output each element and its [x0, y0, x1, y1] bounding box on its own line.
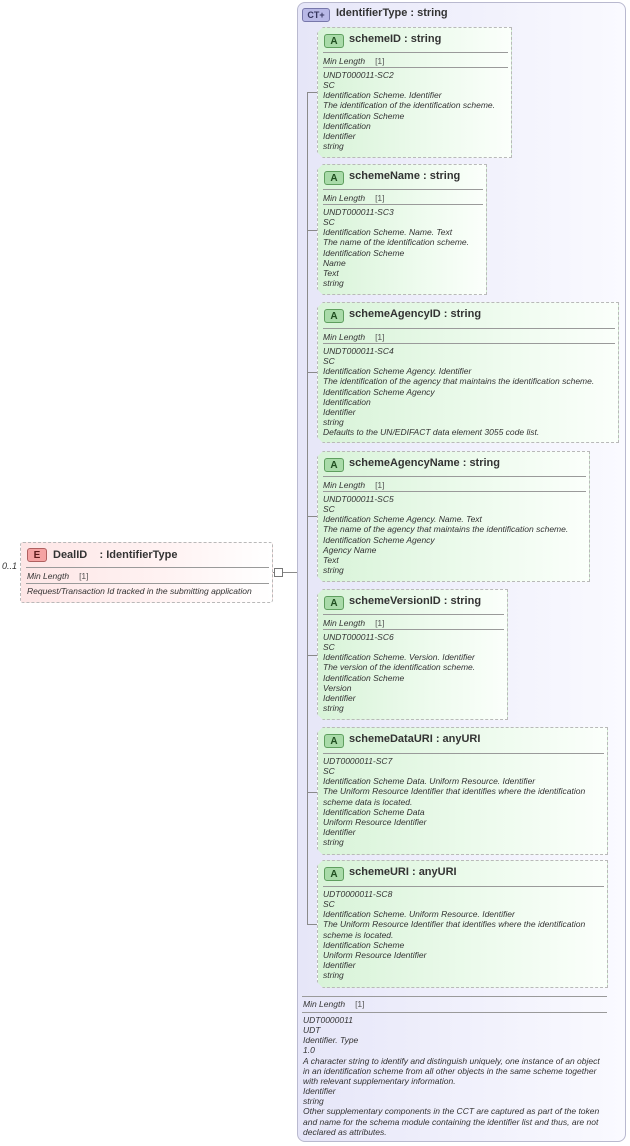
- divider: [323, 67, 508, 68]
- attribute-connector: [307, 792, 318, 793]
- collapse-toggle[interactable]: [274, 568, 283, 577]
- divider: [323, 629, 504, 630]
- attribute-connector-spine: [307, 92, 308, 924]
- attribute-connector: [307, 655, 318, 656]
- attribute-title: schemeDataURI : anyURI: [349, 733, 481, 745]
- facet-min-length: Min Length[1]: [323, 56, 385, 66]
- divider: [302, 996, 607, 997]
- complex-type-facet-min-length: Min Length[1]: [303, 999, 365, 1009]
- attribute-connector: [307, 924, 318, 925]
- attribute-title: schemeVersionID : string: [349, 595, 482, 607]
- occurrence-label: 0..1: [2, 561, 18, 571]
- divider: [323, 189, 483, 190]
- attribute-title: schemeURI : anyURI: [349, 866, 457, 878]
- facet-min-length: Min Length[1]: [323, 193, 385, 203]
- complex-type-documentation: UDT0000011 UDT Identifier. Type 1.0 A ch…: [303, 1015, 600, 1137]
- divider: [323, 204, 483, 205]
- attribute-title: schemeAgencyID : string: [349, 308, 482, 320]
- attribute-schemeversionid[interactable]: A schemeVersionID : string Min Length[1]…: [317, 589, 508, 720]
- divider: [323, 491, 586, 492]
- attribute-schemename[interactable]: A schemeName : string Min Length[1] UNDT…: [317, 164, 487, 295]
- attribute-badge: A: [324, 734, 344, 748]
- divider: [26, 567, 269, 568]
- divider: [323, 52, 508, 53]
- element-dealid-box[interactable]: E DealID : IdentifierType Min Length[1] …: [20, 542, 273, 603]
- attribute-badge: A: [324, 171, 344, 185]
- element-name: DealID : IdentifierType: [53, 549, 178, 561]
- attribute-title: schemeAgencyName : string: [349, 457, 500, 469]
- element-documentation: Request/Transaction Id tracked in the su…: [27, 586, 252, 596]
- attribute-badge: A: [324, 309, 344, 323]
- facet-min-length: Min Length[1]: [323, 332, 385, 342]
- attribute-schemeagencyid[interactable]: A schemeAgencyID : string Min Length[1] …: [317, 302, 619, 443]
- attribute-schemeagencyname[interactable]: A schemeAgencyName : string Min Length[1…: [317, 451, 590, 582]
- facet-min-length: Min Length[1]: [27, 571, 89, 581]
- complex-type-title: IdentifierType : string: [336, 7, 448, 19]
- divider: [323, 476, 586, 477]
- divider: [323, 753, 604, 754]
- attribute-badge: A: [324, 458, 344, 472]
- connector-line: [284, 572, 308, 573]
- attribute-connector: [307, 372, 318, 373]
- divider: [26, 583, 269, 584]
- attribute-connector: [307, 230, 318, 231]
- attribute-title: schemeID : string: [349, 33, 442, 45]
- facet-min-length: Min Length[1]: [323, 480, 385, 490]
- attribute-schemeid[interactable]: A schemeID : string Min Length[1] UNDT00…: [317, 27, 512, 158]
- complex-type-badge: CT+: [302, 8, 330, 22]
- divider: [323, 886, 604, 887]
- attribute-connector: [307, 92, 318, 93]
- divider: [323, 328, 615, 329]
- divider: [323, 614, 504, 615]
- facet-min-length: Min Length[1]: [323, 618, 385, 628]
- element-badge: E: [27, 548, 47, 562]
- attribute-title: schemeName : string: [349, 170, 461, 182]
- divider: [323, 343, 615, 344]
- plus-icon: +: [319, 10, 325, 20]
- attribute-badge: A: [324, 34, 344, 48]
- divider: [302, 1012, 607, 1013]
- attribute-badge: A: [324, 867, 344, 881]
- attribute-badge: A: [324, 596, 344, 610]
- attribute-connector: [307, 516, 318, 517]
